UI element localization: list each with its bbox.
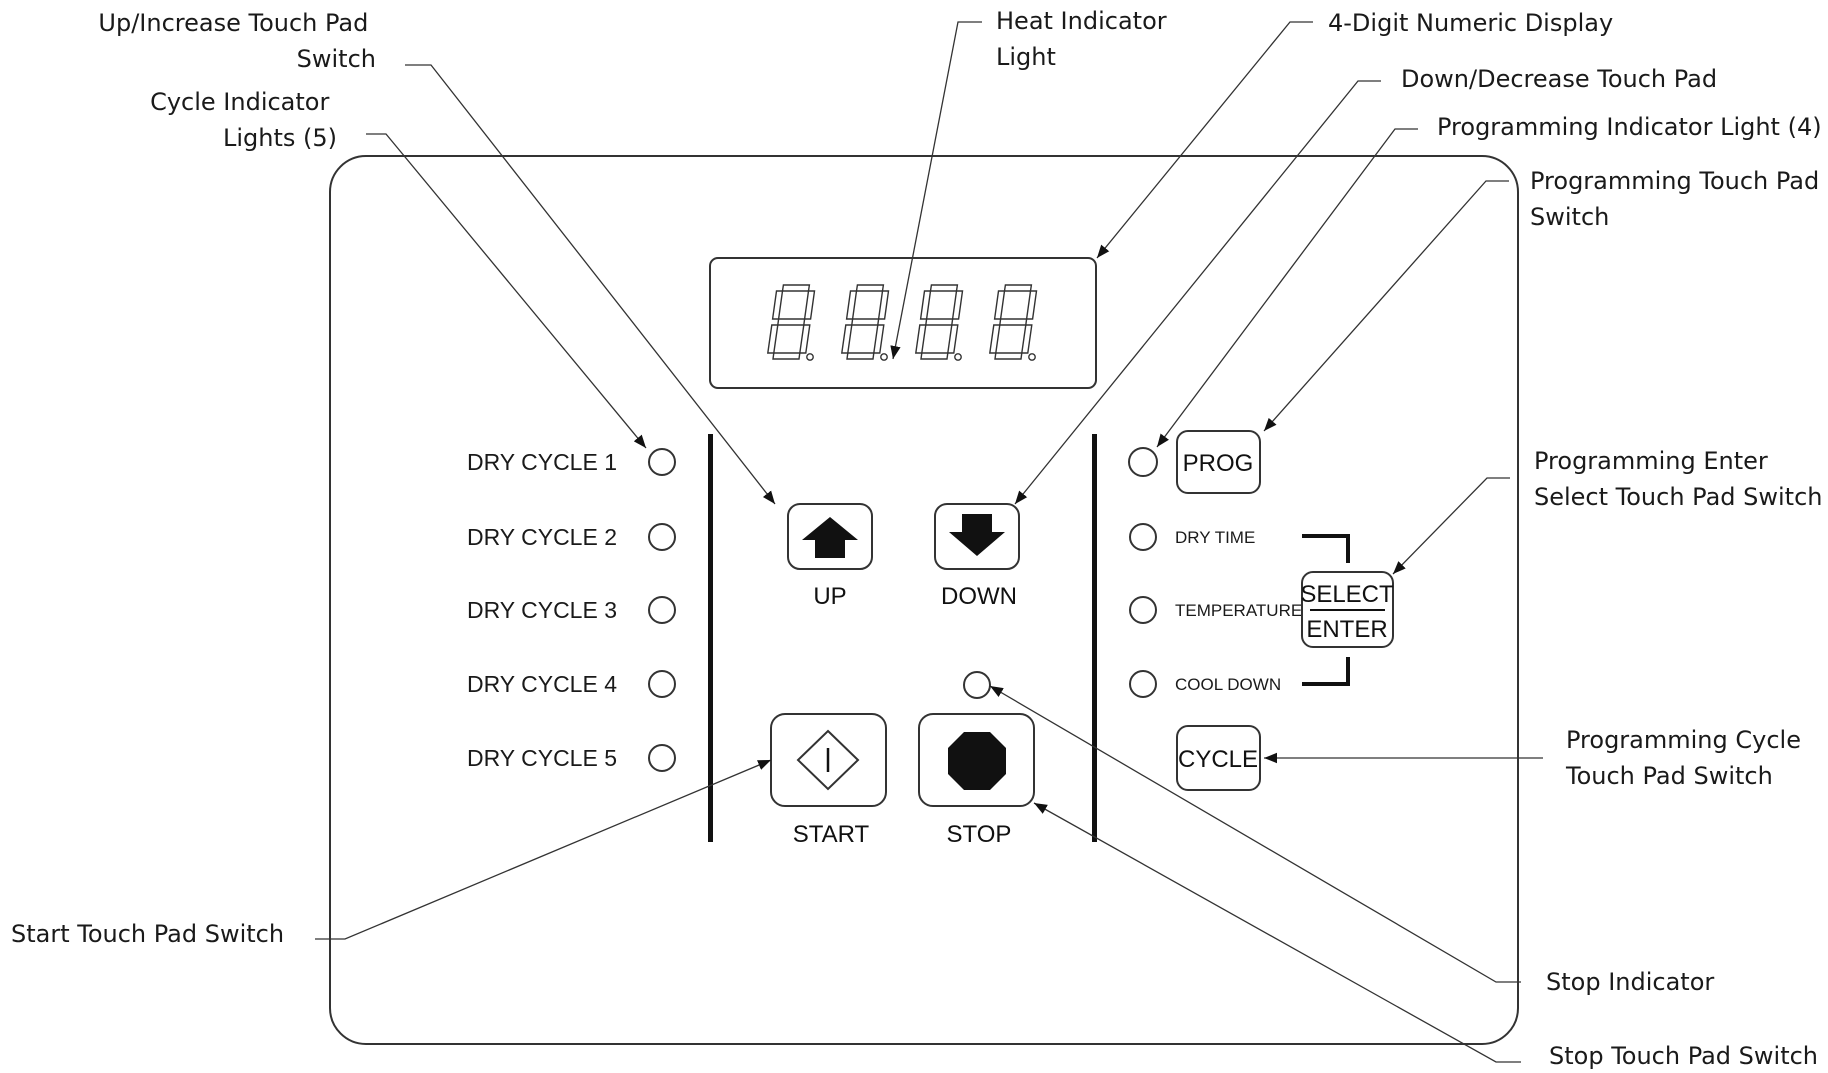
numeric-display (709, 257, 1097, 389)
stop-button[interactable] (918, 713, 1035, 807)
temperature-label: TEMPERATURE (1175, 601, 1302, 620)
start-label: START (793, 821, 870, 848)
callout-heat-indicator-light: Heat Indicator Light (996, 7, 1174, 71)
display-segment (994, 352, 1023, 360)
callout-programming-touch-pad: Programming Touch Pad Switch (1530, 167, 1827, 231)
dry-cycle-list: DRY CYCLE 1 DRY CYCLE 2 DRY CYCLE 3 DRY … (467, 448, 676, 772)
display-segment (920, 352, 949, 360)
up-label: UP (813, 583, 846, 610)
up-button[interactable] (787, 503, 873, 570)
select-bracket (1302, 534, 1350, 686)
display-segment (851, 318, 880, 326)
select-label: SELECT (1300, 581, 1394, 608)
display-segment (925, 318, 954, 326)
decimal-point-indicator (880, 353, 888, 361)
dry-cycle-indicator-light (648, 523, 676, 551)
display-segment (877, 290, 890, 320)
programming-indicator-light (1128, 447, 1158, 477)
cool-down-indicator-light (1129, 670, 1157, 698)
dry-cycle-label: DRY CYCLE 2 (467, 524, 617, 550)
dry-cycle-label: DRY CYCLE 4 (467, 671, 617, 697)
prog-button-label: PROG (1183, 450, 1254, 477)
display-digit (914, 284, 964, 361)
cycle-button[interactable]: CYCLE (1176, 725, 1261, 791)
control-panel-outline (329, 155, 1519, 1045)
callout-cycle-indicator-lights: Cycle Indicator Lights (5) (150, 88, 337, 152)
down-button[interactable] (934, 503, 1020, 570)
dry-cycle-label: DRY CYCLE 5 (467, 745, 617, 771)
display-segment (914, 324, 927, 354)
display-segment (803, 290, 816, 320)
callout-stop-indicator: Stop Indicator (1546, 968, 1714, 996)
display-segment (855, 284, 885, 292)
arrow-up-icon (802, 517, 858, 558)
callout-programming-cycle: Programming Cycle Touch Pad Switch (1565, 726, 1809, 790)
stop-label: STOP (947, 821, 1012, 848)
dry-cycle-indicator-light (648, 596, 676, 624)
dry-cycle-label: DRY CYCLE 1 (467, 449, 617, 475)
leader-lines (315, 21, 1543, 1063)
stop-octagon-icon (948, 732, 1006, 790)
enter-label: ENTER (1306, 616, 1387, 643)
callout-programming-enter-select: Programming Enter Select Touch Pad Switc… (1534, 447, 1823, 511)
prog-button[interactable]: PROG (1176, 430, 1261, 494)
right-divider-bar (1092, 434, 1097, 842)
cool-down-label: COOL DOWN (1175, 675, 1281, 694)
display-segment (1020, 324, 1033, 354)
callout-programming-indicator-light: Programming Indicator Light (4) (1437, 113, 1822, 141)
display-segment (929, 284, 959, 292)
display-segment (1025, 290, 1038, 320)
callout-up-touch-pad: Up/Increase Touch Pad Switch (98, 9, 376, 73)
display-segment (846, 352, 875, 360)
display-segment (951, 290, 964, 320)
display-segment (840, 324, 853, 354)
left-divider-bar (708, 434, 713, 842)
dry-cycle-indicator-light (648, 744, 676, 772)
start-button[interactable] (770, 713, 887, 807)
display-segment (766, 324, 779, 354)
decimal-point-indicator (1028, 353, 1036, 361)
dry-cycle-label: DRY CYCLE 3 (467, 597, 617, 623)
select-enter-button[interactable]: SELECT ENTER (1300, 571, 1394, 648)
dry-cycle-indicator-light (648, 670, 676, 698)
down-label: DOWN (941, 583, 1017, 610)
display-segment (777, 318, 806, 326)
display-segment (999, 318, 1028, 326)
display-segment (1003, 284, 1033, 292)
display-digit (988, 284, 1038, 361)
display-segment (946, 324, 959, 354)
display-segment (781, 284, 811, 292)
callout-start-touch-pad: Start Touch Pad Switch (11, 920, 284, 948)
decimal-point-indicator (806, 353, 814, 361)
arrow-down-icon (949, 514, 1005, 556)
cycle-button-label: CYCLE (1178, 746, 1258, 773)
display-digit (766, 284, 816, 361)
display-digit (840, 284, 890, 361)
display-segment (772, 352, 801, 360)
callout-numeric-display: 4-Digit Numeric Display (1328, 9, 1613, 37)
stop-indicator-light (963, 671, 991, 699)
display-segment (988, 324, 1001, 354)
callout-labels: Up/Increase Touch Pad Switch Cycle Indic… (11, 7, 1827, 1070)
callout-down-touch-pad: Down/Decrease Touch Pad (1401, 65, 1717, 93)
dry-cycle-indicator-light (648, 448, 676, 476)
dry-time-label: DRY TIME (1175, 528, 1255, 547)
display-segment (872, 324, 885, 354)
display-segment (798, 324, 811, 354)
decimal-point-indicator (954, 353, 962, 361)
callout-stop-touch-pad: Stop Touch Pad Switch (1549, 1042, 1818, 1070)
dry-time-indicator-light (1129, 523, 1157, 551)
temperature-indicator-light (1129, 596, 1157, 624)
